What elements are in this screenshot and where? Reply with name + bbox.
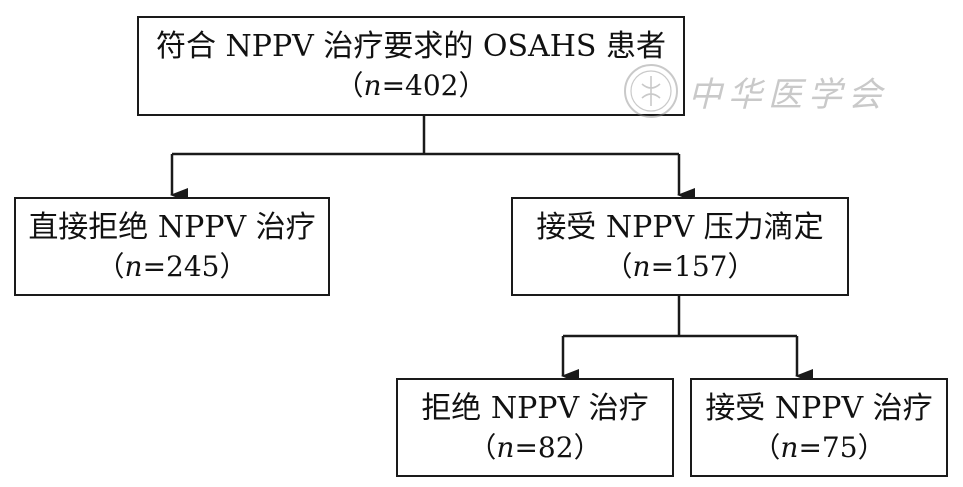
titrate-box-count: （n=157） — [604, 249, 756, 283]
reject2-box: 拒绝 NPPV 治疗 （n=82） — [396, 378, 674, 477]
accept-box-count: （n=75） — [752, 430, 886, 464]
root-box: 符合 NPPV 治疗要求的 OSAHS 患者 （n=402） — [137, 16, 685, 116]
watermark-text: 中华医学会 — [688, 74, 888, 115]
reject-box-count: （n=245） — [96, 249, 248, 283]
accept-box-title: 接受 NPPV 治疗 — [705, 390, 933, 426]
titrate-box-title: 接受 NPPV 压力滴定 — [536, 209, 824, 245]
accept-box: 接受 NPPV 治疗 （n=75） — [690, 378, 948, 477]
root-box-title: 符合 NPPV 治疗要求的 OSAHS 患者 — [156, 29, 666, 64]
reject-box-title: 直接拒绝 NPPV 治疗 — [28, 209, 316, 245]
watermark: 中华医学会 — [622, 62, 888, 120]
root-box-count: （n=402） — [335, 69, 487, 102]
watermark-seal-icon — [624, 64, 678, 118]
reject-box: 直接拒绝 NPPV 治疗 （n=245） — [14, 197, 330, 296]
reject2-box-count: （n=82） — [468, 430, 602, 464]
titrate-box: 接受 NPPV 压力滴定 （n=157） — [511, 197, 849, 296]
reject2-box-title: 拒绝 NPPV 治疗 — [421, 390, 649, 426]
